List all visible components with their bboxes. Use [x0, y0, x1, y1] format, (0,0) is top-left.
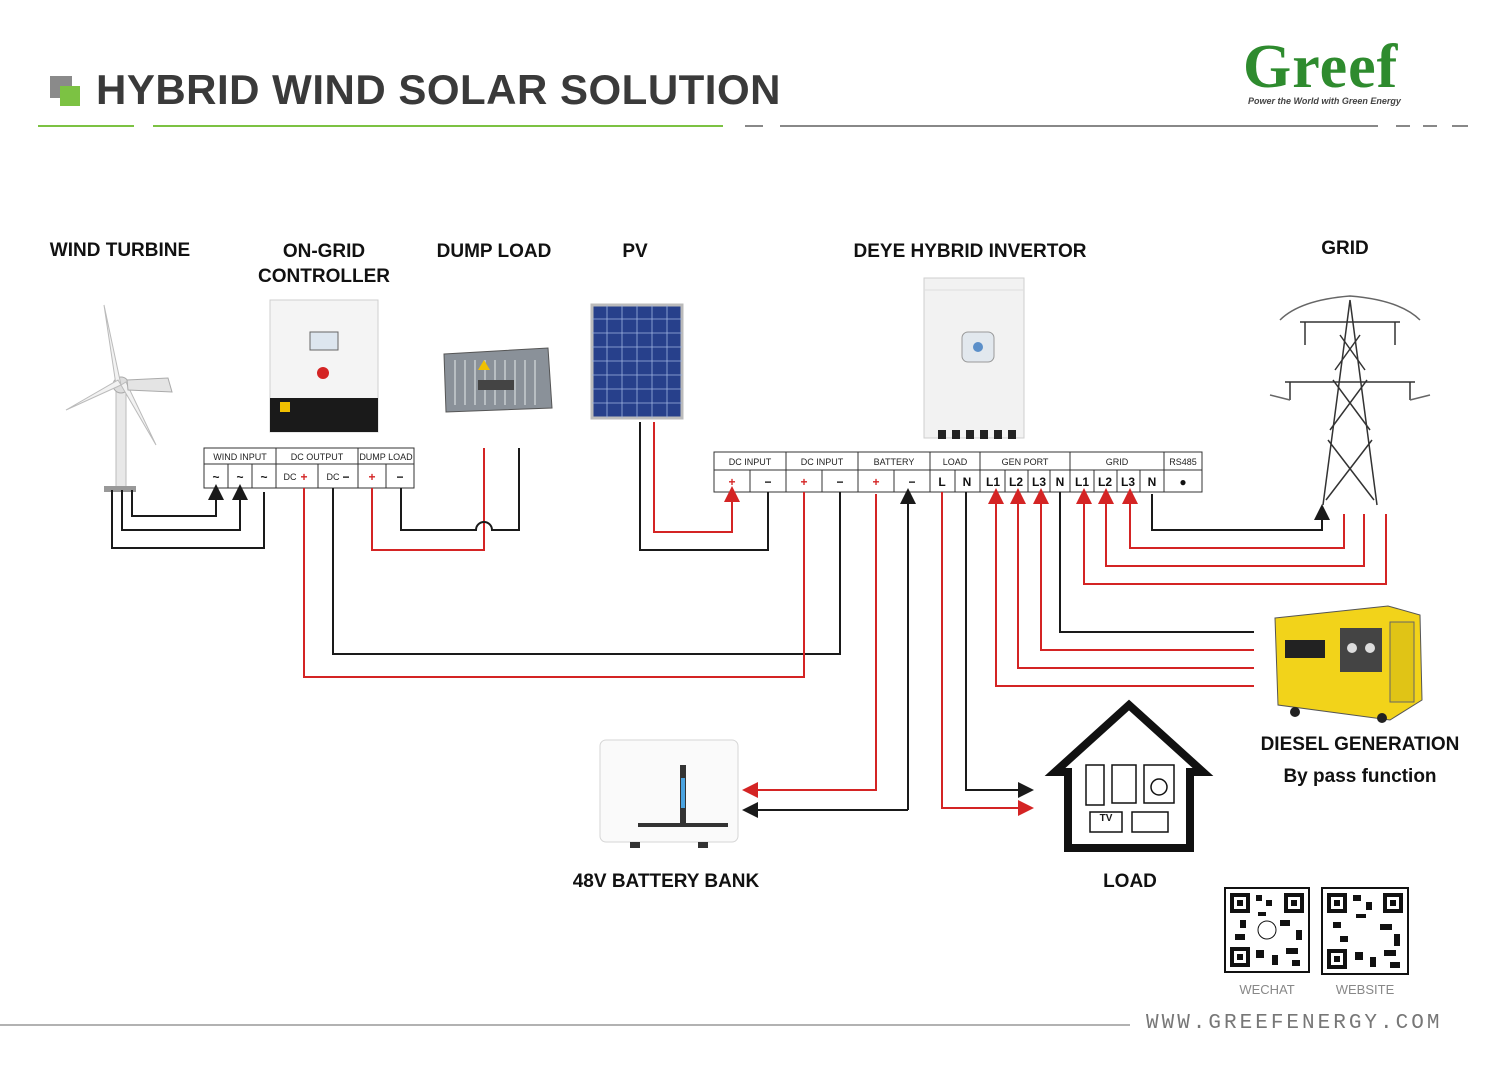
inv-pv1-neg: − [764, 475, 771, 489]
terminal-dc-neg: − [342, 470, 349, 484]
label-load: LOAD [1103, 871, 1157, 892]
label-controller-line2: CONTROLLER [258, 266, 390, 287]
brand-logo: Greef [1243, 33, 1399, 101]
inv-header-gen-port: GEN PORT [1002, 457, 1049, 467]
header-rule-dash [745, 125, 763, 127]
wire-dump-pos [371, 448, 485, 551]
wire-grid-l3 [1122, 488, 1345, 549]
inv-header-dc-input-2: DC INPUT [801, 457, 844, 467]
house-tv-label: TV [1099, 813, 1113, 824]
inv-rs485-dot: ● [1179, 475, 1186, 489]
inv-header-load: LOAD [943, 457, 968, 467]
wire-grid-l1 [1076, 488, 1387, 585]
inv-header-battery: BATTERY [874, 457, 915, 467]
brand-tagline: Power the World with Green Energy [1248, 96, 1401, 106]
inv-bat-neg: − [908, 475, 915, 489]
wire-load-n [965, 492, 1034, 798]
wire-gen-n [1059, 492, 1254, 633]
inv-header-dc-input-1: DC INPUT [729, 457, 772, 467]
wire-pv-pos [653, 422, 740, 533]
inv-gen-l1: L1 [986, 475, 1000, 489]
inv-pv1-pos: + [728, 475, 735, 489]
terminal-dc-pos-label: DC [284, 472, 297, 482]
terminal-dc-pos: + [300, 470, 307, 484]
page-title: HYBRID WIND SOLAR SOLUTION [96, 66, 781, 113]
house-icon [1044, 699, 1214, 852]
inv-bat-pos: + [872, 475, 879, 489]
label-pv: PV [622, 241, 648, 262]
terminal-header-dc-output: DC OUTPUT [291, 452, 344, 462]
header-rule-dash [1452, 125, 1468, 127]
label-grid: GRID [1321, 238, 1369, 259]
wire-dc-neg [332, 488, 841, 655]
title-underline [153, 125, 723, 127]
header-rule-dash [1423, 125, 1437, 127]
inv-grid-n: N [1148, 475, 1157, 489]
wire-gen-l3 [1033, 488, 1254, 651]
wire-wind-2 [121, 484, 248, 531]
wind-turbine-icon [65, 304, 173, 492]
terminal-header-wind-input: WIND INPUT [213, 452, 267, 462]
wire-gen-l1 [988, 488, 1254, 687]
inverter-terminal-block: DC INPUT DC INPUT BATTERY LOAD GEN PORT … [713, 451, 1203, 493]
qr-website-label: WEBSITE [1335, 982, 1395, 997]
inv-grid-l1: L1 [1075, 475, 1089, 489]
inv-grid-l2: L2 [1098, 475, 1112, 489]
label-diesel-bypass: By pass function [1283, 766, 1437, 787]
label-battery: 48V BATTERY BANK [572, 871, 760, 892]
wire-grid-l2 [1098, 488, 1365, 567]
label-controller-line1: ON-GRID [282, 241, 366, 262]
dump-load-device [443, 347, 553, 413]
qr-wechat-icon [1224, 887, 1310, 973]
terminal-wind-2: ~ [236, 470, 243, 484]
qr-wechat-label: WECHAT [1239, 982, 1295, 997]
label-dump-load: DUMP LOAD [436, 241, 552, 262]
diesel-generator-icon [1274, 605, 1423, 723]
terminal-wind-1: ~ [212, 470, 219, 484]
wires [111, 422, 1387, 818]
inv-gen-l2: L2 [1009, 475, 1023, 489]
terminal-header-dump-load: DUMP LOAD [359, 452, 413, 462]
terminal-dump-pos: + [368, 470, 375, 484]
wire-pv-neg [639, 422, 769, 551]
pv-panel-icon [590, 303, 684, 420]
wire-battery-pos [742, 494, 877, 798]
inv-header-grid: GRID [1106, 457, 1129, 467]
inv-pv2-pos: + [800, 475, 807, 489]
terminal-wind-3: ~ [260, 470, 267, 484]
inv-pv2-neg: − [836, 475, 843, 489]
wire-grid-n [1151, 494, 1330, 531]
inv-load-l: L [938, 475, 945, 489]
wire-wind-3 [111, 490, 265, 549]
header-rule [780, 125, 1378, 127]
controller-terminal-block: WIND INPUT DC OUTPUT DUMP LOAD ~ ~ ~ DC … [203, 447, 415, 489]
wire-dump-neg [400, 448, 520, 531]
wire-load-l [941, 492, 1034, 816]
terminal-dump-neg: − [396, 470, 403, 484]
qr-website-icon [1321, 887, 1409, 975]
label-wind-turbine: WIND TURBINE [49, 240, 191, 261]
grid-tower-icon [1269, 295, 1431, 506]
label-inverter: DEYE HYBRID INVERTOR [853, 241, 1087, 262]
controller-device [269, 299, 379, 433]
inv-grid-l3: L3 [1121, 475, 1135, 489]
inv-gen-n: N [1056, 475, 1065, 489]
inv-gen-l3: L3 [1032, 475, 1046, 489]
label-diesel: DIESEL GENERATION [1260, 734, 1460, 755]
wire-wind-1 [131, 484, 224, 517]
title-underline-left [38, 125, 134, 127]
inv-load-n: N [963, 475, 972, 489]
header-rule-dash [1396, 125, 1410, 127]
inverter-device [923, 277, 1025, 439]
title-icon-accent [60, 86, 80, 106]
terminal-dc-neg-label: DC [327, 472, 340, 482]
battery-bank-icon [599, 739, 739, 848]
inv-header-rs485: RS485 [1169, 457, 1197, 467]
website-url[interactable]: WWW.GREEFENERGY.COM [1146, 1012, 1443, 1035]
wire-dc-pos [303, 488, 805, 678]
wire-gen-l2 [1010, 488, 1254, 669]
